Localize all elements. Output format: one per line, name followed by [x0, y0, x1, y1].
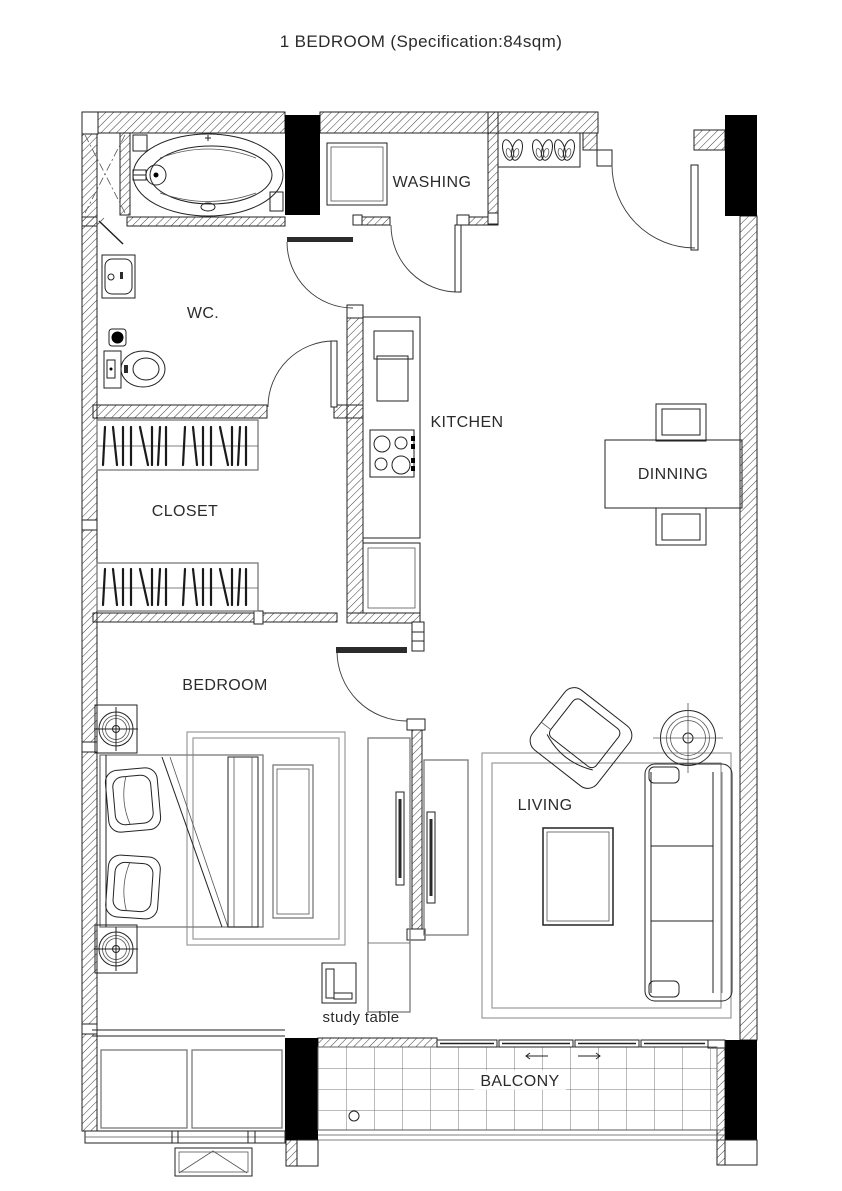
plant	[653, 703, 723, 773]
shower	[84, 134, 284, 214]
structural-columns	[285, 115, 757, 1140]
washing-door	[390, 224, 462, 293]
entry-door	[611, 164, 699, 251]
bathroom-sink	[101, 254, 136, 299]
toilet	[103, 350, 166, 389]
label-living: LIVING	[518, 797, 573, 814]
bedroom-rug	[186, 731, 346, 946]
waste-bin	[108, 328, 127, 347]
sofa	[644, 763, 733, 1002]
washing-machine	[326, 142, 388, 206]
slide-arrow-right-icon	[578, 1052, 601, 1060]
label-bedroom: BEDROOM	[182, 677, 267, 694]
study-desk	[367, 737, 411, 1013]
sliding-door	[436, 1039, 709, 1060]
closet-top-wardrobe	[96, 419, 259, 471]
bed	[99, 754, 264, 928]
label-dinning: DINNING	[638, 466, 708, 483]
tv-living-icon	[426, 811, 436, 904]
tv-console-living	[423, 759, 469, 936]
label-washing: WASHING	[393, 174, 472, 191]
bay-window	[84, 1029, 286, 1144]
label-balcony: BALCONY	[480, 1073, 559, 1090]
label-balcony-group: BALCONY	[474, 1070, 566, 1090]
bed-bench	[272, 764, 314, 919]
table-lamp-icon	[94, 927, 138, 971]
window-seat	[191, 1049, 283, 1129]
ac-unit	[174, 1147, 253, 1177]
dining-chair-top	[655, 403, 707, 442]
pillow	[105, 854, 161, 920]
nightstand-top	[94, 704, 138, 754]
shoes-icon	[502, 139, 575, 161]
window-seat	[100, 1049, 188, 1129]
corridor-door	[286, 237, 354, 309]
shower-door	[95, 217, 124, 245]
outer-walls	[81, 111, 758, 1167]
bathtub	[132, 133, 284, 217]
table-lamp-icon	[94, 707, 138, 751]
bedroom-door	[336, 647, 408, 722]
study-chair	[321, 962, 357, 1004]
label-wc: WC.	[187, 305, 219, 322]
balcony-floor	[317, 1046, 725, 1141]
dining-chair-bottom	[655, 507, 707, 546]
label-closet: CLOSET	[152, 503, 218, 520]
kitchen-counter	[362, 316, 421, 614]
stove	[369, 429, 415, 478]
coffee-table	[542, 827, 614, 926]
page-title: 1 BEDROOM (Specification:84sqm)	[280, 32, 563, 51]
shoe-cabinet	[497, 132, 581, 168]
pillow	[104, 767, 162, 833]
armchair	[529, 687, 633, 789]
slide-arrow-left-icon	[525, 1052, 548, 1060]
wc-door	[267, 340, 338, 408]
closet-bottom-wardrobe	[96, 562, 259, 612]
nightstand-bottom	[94, 924, 138, 974]
label-kitchen: KITCHEN	[430, 414, 503, 431]
label-study-table: study table	[323, 1009, 400, 1026]
drain-icon	[348, 1110, 360, 1122]
tv-bedroom-icon	[395, 791, 405, 886]
